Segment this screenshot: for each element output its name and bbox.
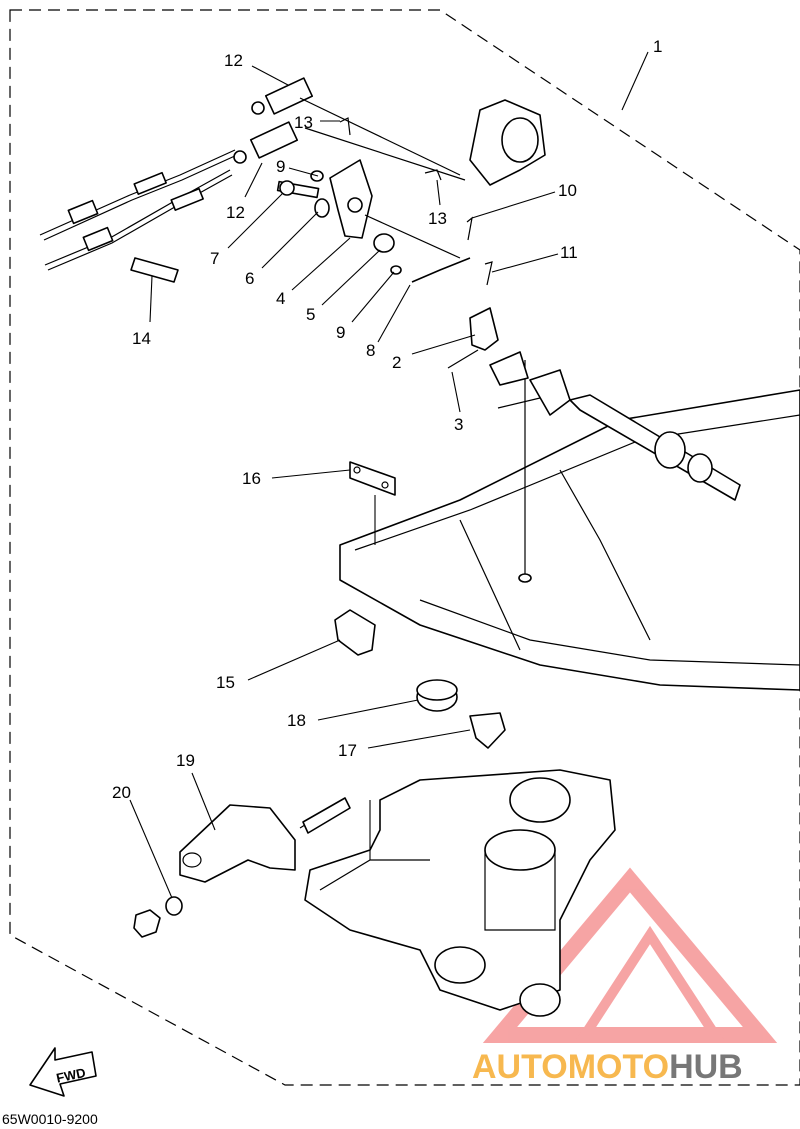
callout-4: 4 [276, 289, 285, 308]
throttle-shift-cables [39, 149, 238, 271]
throttle-rod-and-clips [299, 97, 499, 369]
bottom-cowling [339, 360, 800, 691]
callout-labels: 1 12 13 9 12 13 10 11 7 6 4 5 9 8 2 3 14… [112, 37, 662, 802]
callout-2: 2 [392, 353, 401, 372]
callout-12: 12 [224, 51, 243, 70]
callout-8: 8 [366, 341, 375, 360]
callout-6: 6 [245, 269, 254, 288]
callout-20: 20 [112, 783, 131, 802]
forward-direction-arrow-icon: FWD [29, 1047, 97, 1097]
callout-16: 16 [242, 469, 261, 488]
watermark-text: AUTOMOTOHUB [472, 1048, 743, 1086]
callout-7: 7 [210, 249, 219, 268]
callout-11: 11 [560, 243, 578, 262]
shift-shaft [489, 351, 741, 501]
callout-12: 12 [226, 203, 245, 222]
callout-3: 3 [454, 415, 463, 434]
callout-1: 1 [653, 37, 662, 56]
lever-assembly [276, 159, 402, 275]
swivel-bracket [304, 769, 616, 1017]
part-code: 65W0010-9200 [2, 1111, 98, 1127]
watermark-part2: HUB [669, 1048, 743, 1086]
callout-15: 15 [216, 673, 235, 692]
watermark-part1: AUTOMOTO [472, 1048, 669, 1086]
bracket-19 [133, 797, 351, 938]
assembly-boundary [9, 9, 800, 1086]
throttle-cam [469, 99, 546, 186]
callout-5: 5 [306, 305, 315, 324]
small-parts-15-18 [334, 461, 506, 749]
callout-14: 14 [132, 329, 151, 348]
cable-joint-12 [233, 77, 314, 164]
callout-19: 19 [176, 751, 195, 770]
callout-18: 18 [287, 711, 306, 730]
callout-9: 9 [336, 323, 345, 342]
callout-13: 13 [428, 209, 447, 228]
leader-lines [129, 51, 649, 899]
callout-17: 17 [338, 741, 357, 760]
callout-13: 13 [294, 113, 313, 132]
callout-10: 10 [558, 181, 577, 200]
watermark-logo-icon [482, 867, 778, 1043]
fwd-label: FWD [55, 1065, 87, 1086]
callout-9: 9 [276, 157, 285, 176]
caution-label-14 [130, 257, 179, 283]
